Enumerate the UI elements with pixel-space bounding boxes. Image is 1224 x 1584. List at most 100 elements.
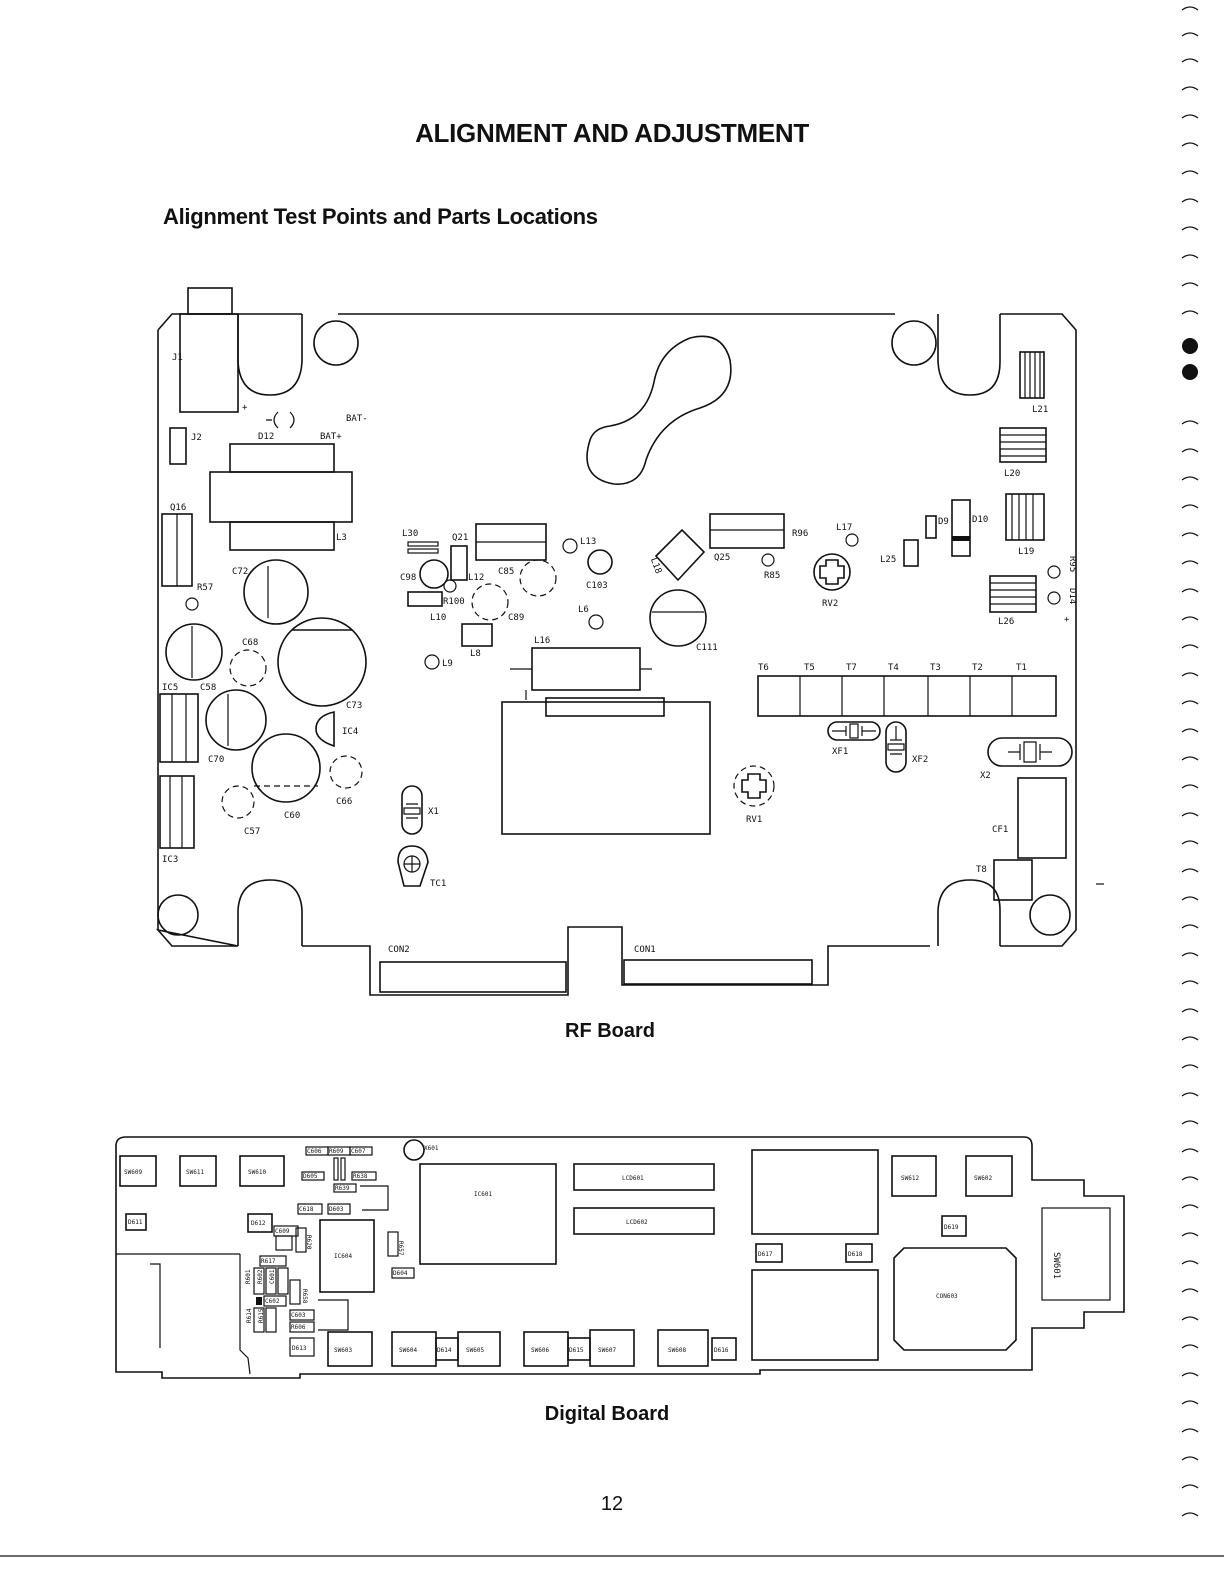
x2: [987, 737, 1073, 767]
label-t7: T7: [846, 663, 857, 673]
l21: [1019, 351, 1045, 399]
con603: [893, 1247, 1017, 1351]
c70: [205, 689, 267, 751]
sw603: [327, 1331, 373, 1367]
label-c58: C58: [200, 683, 216, 693]
label-x601: X601: [424, 1145, 439, 1152]
label-d14: D14: [1067, 588, 1077, 604]
c111: [649, 589, 707, 647]
d619: [941, 1215, 967, 1237]
label-ic3: IC3: [162, 855, 178, 865]
label-r100: R100: [443, 597, 465, 607]
c89: [471, 583, 509, 621]
shield-box: [501, 701, 711, 835]
label-d618: D618: [848, 1251, 863, 1258]
label-sw610: SW610: [248, 1169, 266, 1176]
d611: [125, 1213, 147, 1231]
label-sw609: SW609: [124, 1169, 142, 1176]
label-r85: R85: [764, 571, 780, 581]
d616: [711, 1337, 737, 1361]
sw610: [239, 1155, 285, 1187]
label-d603: D603: [329, 1206, 344, 1213]
label-c607: C607: [351, 1148, 366, 1155]
label-c66: C66: [336, 797, 352, 807]
page-number: 12: [600, 1493, 624, 1515]
label-con1: CON1: [634, 945, 656, 955]
label-plus: +: [242, 403, 248, 413]
label-r57: R57: [197, 583, 213, 593]
label-r609: R609: [329, 1148, 344, 1155]
label-d614: D614: [437, 1347, 452, 1354]
sw607: [589, 1329, 635, 1367]
label-sw607: SW607: [598, 1347, 616, 1354]
label-c72: C72: [232, 567, 248, 577]
label-d9: D9: [938, 517, 949, 527]
label-r620: R620: [305, 1235, 312, 1250]
label-d604: D604: [393, 1270, 408, 1277]
sw612: [891, 1155, 937, 1197]
label-r638: R638: [353, 1173, 368, 1180]
label-ic601: IC601: [474, 1191, 492, 1198]
c60: [251, 733, 321, 803]
label-t2: T2: [972, 663, 983, 673]
label-c73: C73: [346, 701, 362, 711]
label-j2: J2: [191, 433, 202, 443]
label-plus-d14: +: [1064, 615, 1070, 625]
label-sw612: SW612: [901, 1175, 919, 1182]
label-t4: T4: [888, 663, 899, 673]
label-d616: D616: [714, 1347, 729, 1354]
label-c602: C602: [265, 1298, 280, 1305]
t8: [993, 859, 1033, 901]
pad-block-upper: [751, 1149, 879, 1235]
label-c68: C68: [242, 638, 258, 648]
c73: [277, 617, 367, 707]
lcd601: [573, 1163, 715, 1191]
l25: [903, 539, 919, 567]
c68: [229, 649, 267, 687]
label-l3: L3: [336, 533, 347, 543]
label-x2: X2: [980, 771, 991, 781]
ic4: [315, 711, 335, 748]
cf1: [1017, 777, 1067, 859]
label-r658: R658: [301, 1289, 308, 1304]
digital-board-outline: [115, 1136, 1125, 1379]
label-sw602: SW602: [974, 1175, 992, 1182]
label-d611: D611: [128, 1219, 143, 1226]
label-c606: C606: [307, 1148, 322, 1155]
mounting-hole: [313, 320, 359, 366]
label-c609: C609: [275, 1228, 290, 1235]
label-t8: T8: [976, 865, 987, 875]
page-title: ALIGNMENT AND ADJUSTMENT: [415, 118, 809, 148]
label-q16: Q16: [170, 503, 186, 513]
label-cf1: CF1: [992, 825, 1008, 835]
pad-block-lower: [751, 1269, 879, 1361]
label-c60: C60: [284, 811, 300, 821]
mounting-hole: [891, 320, 937, 366]
x601: [403, 1139, 425, 1161]
label-ic5: IC5: [162, 683, 178, 693]
label-l19: L19: [1018, 547, 1034, 557]
label-c70: C70: [208, 755, 224, 765]
label-l8: L8: [470, 649, 481, 659]
lcd602: [573, 1207, 715, 1235]
j2-connector: [169, 427, 187, 465]
label-l17: L17: [836, 523, 852, 533]
xf2: [885, 721, 907, 773]
label-r95: R95: [1067, 556, 1077, 572]
c66: [329, 755, 363, 789]
ic604: [319, 1219, 375, 1293]
label-l20: L20: [1004, 469, 1020, 479]
r100: [407, 591, 443, 607]
d618: [845, 1243, 873, 1263]
label-c98: C98: [400, 573, 416, 583]
sw611: [179, 1155, 217, 1187]
label-d612: D612: [251, 1220, 266, 1227]
mounting-hole: [157, 894, 199, 936]
ic601: [419, 1163, 557, 1265]
label-l12: L12: [468, 573, 484, 583]
label-rv1: RV1: [746, 815, 762, 825]
antenna-blob: [586, 335, 732, 485]
l19: [1005, 493, 1045, 541]
